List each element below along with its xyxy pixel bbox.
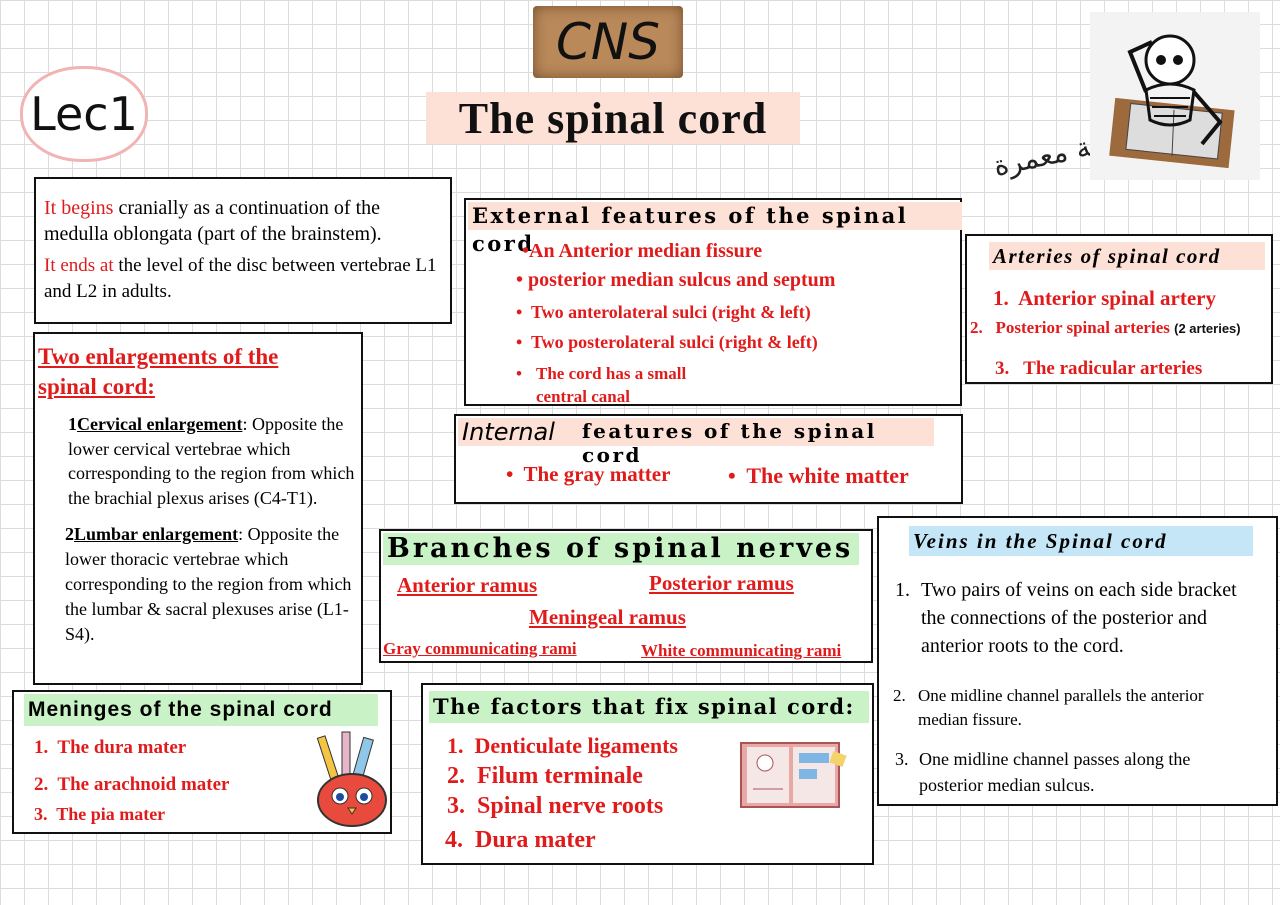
internal-item-gray: • The gray matter	[506, 462, 671, 486]
factor-text: Filum terminale	[477, 763, 643, 789]
meningeal-ramus: Meningeal ramus	[529, 605, 686, 629]
meninges-text: The pia mater	[56, 804, 166, 824]
lecture-badge: Lec1	[20, 66, 148, 162]
arteries-heading: Arteries of spinal cord	[989, 242, 1265, 270]
anterior-ramus: Anterior ramus	[397, 573, 538, 597]
external-item: •An Anterior median fissure	[522, 240, 763, 262]
factor-item: 4. Dura mater	[445, 827, 596, 854]
meninges-text: The dura mater	[57, 737, 187, 758]
internal-heading-rest: features of the spinal cord	[582, 419, 877, 467]
artery-item: 1. Anterior spinal artery	[993, 286, 1216, 311]
external-item-text: Two anterolateral sulci (right & left)	[530, 302, 811, 322]
begins-label: It begins	[44, 197, 114, 219]
lumbar-title: Lumbar enlargement	[74, 524, 239, 544]
external-heading: External features of the spinal cord	[468, 202, 962, 256]
branches-heading: Branches of spinal nerves	[383, 533, 859, 565]
meninges-text: The arachnoid mater	[57, 774, 230, 795]
factor-num: 4.	[445, 827, 463, 853]
factor-item: 3. Spinal nerve roots	[447, 793, 663, 820]
branches-box: Branches of spinal nerves Anterior ramus…	[379, 529, 873, 663]
white-communicating-rami: White communicating rami	[641, 641, 842, 660]
posterior-ramus: Posterior ramus	[649, 571, 794, 595]
meninges-heading: Meninges of the spinal cord	[24, 694, 378, 726]
factor-text: Denticulate ligaments	[474, 733, 678, 758]
factor-text: Dura mater	[475, 827, 596, 853]
external-item-text: posterior median sulcus and septum	[528, 269, 836, 291]
notebook-illustration	[739, 739, 849, 811]
factors-box: The factors that fix spinal cord: 1. Den…	[421, 683, 874, 865]
artery-item: 3. The radicular arteries	[995, 358, 1202, 380]
enlargements-heading: Two enlargements of the spinal cord:	[38, 344, 279, 399]
cervical-num: 1	[68, 414, 77, 434]
artery-text: Posterior spinal arteries	[995, 318, 1170, 337]
external-item-text: Two posterolateral sulci (right & left)	[530, 332, 818, 352]
vein-num: 2.	[893, 686, 906, 705]
artery-num: 3.	[995, 358, 1010, 379]
external-item: • Two posterolateral sulci (right & left…	[516, 332, 818, 352]
internal-heading: Internal features of the spinal cord	[458, 418, 934, 467]
skeleton-reading-illustration	[1090, 12, 1260, 180]
gray-communicating-rami: Gray communicating rami	[383, 639, 577, 658]
vein-text: One midline channel parallels the anteri…	[918, 686, 1204, 729]
ends-text: the level of the disc between vertebrae …	[44, 255, 437, 302]
artery-text: The radicular arteries	[1023, 358, 1203, 379]
external-item: • The cord has a small central canal	[516, 362, 716, 408]
meninges-item: 2. The arachnoid mater	[34, 774, 229, 796]
lecture-label: Lec1	[30, 87, 138, 141]
vein-item: 1. Two pairs of veins on each side brack…	[895, 576, 1265, 660]
internal-item-text: The gray matter	[523, 462, 671, 486]
factor-num: 1.	[447, 733, 464, 758]
lumbar-num: 2	[65, 524, 74, 544]
meninges-item: 1. The dura mater	[34, 737, 186, 759]
external-item: • Two anterolateral sulci (right & left)	[516, 302, 811, 322]
ends-label: It ends at	[44, 255, 114, 276]
external-features-box: External features of the spinal cord •An…	[464, 198, 962, 406]
artery-note: (2 arteries)	[1174, 321, 1241, 336]
cervical-text: : Opposite the lower cervical vertebrae …	[68, 414, 355, 508]
artery-num: 1.	[993, 286, 1009, 310]
vein-num: 1.	[895, 579, 910, 601]
internal-heading-hand: Internal	[462, 418, 555, 446]
factor-num: 3.	[447, 793, 465, 819]
arteries-box: Arteries of spinal cord 1. Anterior spin…	[965, 234, 1273, 384]
artery-text: Anterior spinal artery	[1018, 286, 1217, 310]
meninges-item: 3. The pia mater	[34, 804, 165, 825]
artery-num: 2.	[970, 318, 983, 337]
factor-num: 2.	[447, 763, 465, 789]
meninges-num: 1.	[34, 737, 49, 758]
internal-features-box: Internal features of the spinal cord • T…	[454, 414, 963, 504]
factor-item: 1. Denticulate ligaments	[447, 733, 678, 759]
intro-box: It begins cranially as a continuation of…	[34, 177, 452, 324]
author-signature: آمنة معمرة	[990, 123, 1125, 183]
factor-item: 2. Filum terminale	[447, 763, 643, 790]
veins-box: Veins in the Spinal cord 1. Two pairs of…	[877, 516, 1278, 806]
pencil-pot-illustration	[312, 728, 392, 828]
internal-item-text: The white matter	[746, 463, 909, 488]
lumbar-text: : Opposite the lower thoracic vertebrae …	[65, 524, 352, 644]
factor-text: Spinal nerve roots	[477, 793, 664, 819]
vein-text: One midline channel passes along the pos…	[919, 749, 1191, 795]
vein-num: 3.	[895, 749, 909, 769]
lumbar-paragraph: 2Lumbar enlargement: Opposite the lower …	[65, 522, 357, 647]
begins-text: cranially as a continuation of the medul…	[44, 197, 382, 245]
vein-text: Two pairs of veins on each side bracket …	[921, 579, 1237, 657]
vein-item: 2. One midline channel parallels the ant…	[893, 684, 1253, 732]
cns-label: CNS	[533, 6, 683, 78]
cervical-paragraph: 1Cervical enlargement: Opposite the lowe…	[68, 412, 357, 510]
factors-heading: The factors that fix spinal cord:	[429, 691, 869, 723]
external-item-text: The cord has a small central canal	[536, 364, 687, 406]
enlargements-box: Two enlargements of the spinal cord: 1Ce…	[33, 332, 363, 685]
cervical-title: Cervical enlargement	[77, 414, 243, 434]
vein-item: 3. One midline channel passes along the …	[895, 746, 1255, 798]
meninges-num: 3.	[34, 804, 48, 824]
artery-item: 2. Posterior spinal arteries (2 arteries…	[970, 318, 1241, 338]
page-title: The spinal cord	[426, 92, 800, 144]
meninges-box: Meninges of the spinal cord 1. The dura …	[12, 690, 392, 834]
meninges-num: 2.	[34, 774, 49, 795]
internal-item-white: • The white matter	[728, 463, 909, 488]
veins-heading: Veins in the Spinal cord	[909, 526, 1253, 556]
external-item: • posterior median sulcus and septum	[516, 269, 836, 291]
